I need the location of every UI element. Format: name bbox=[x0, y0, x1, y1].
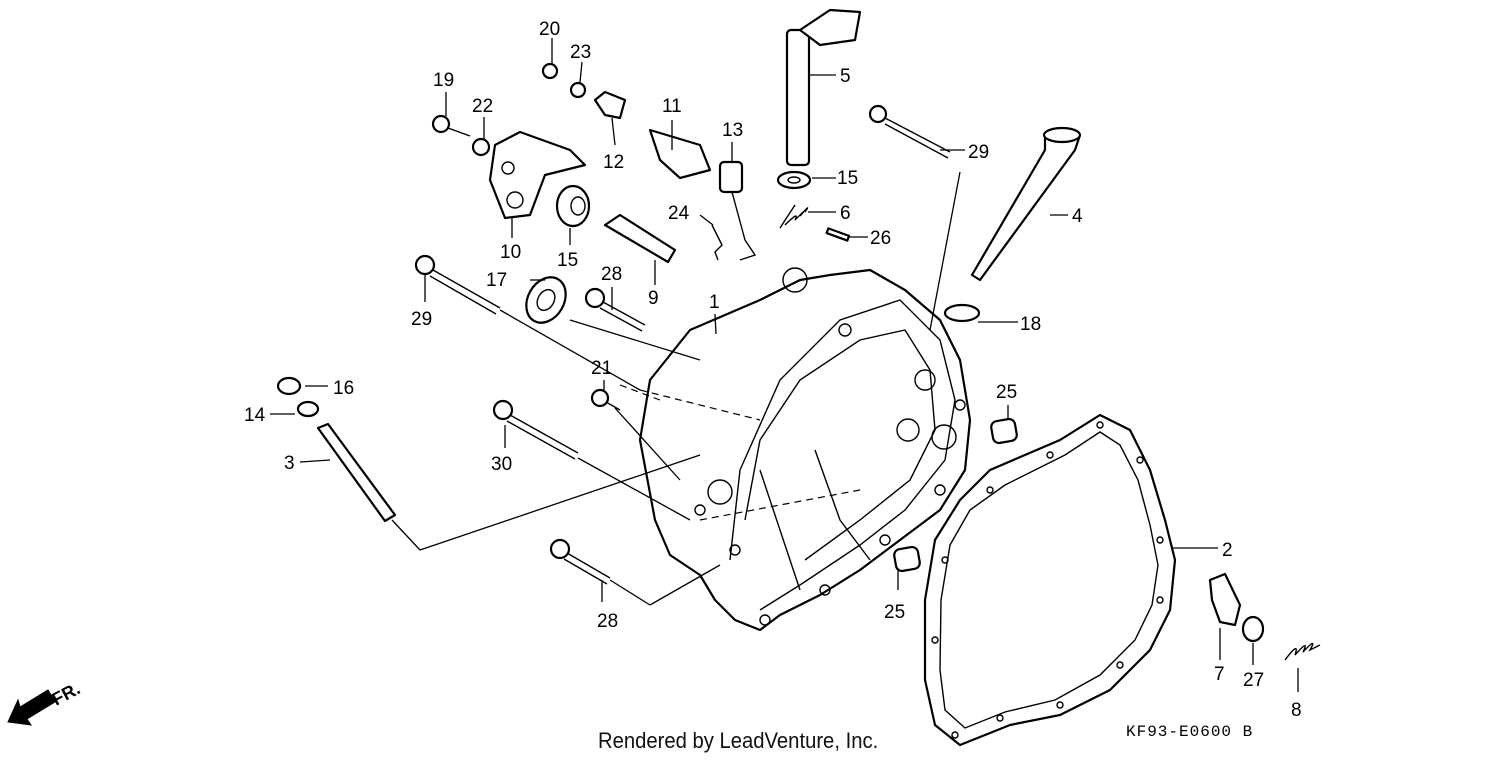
right-crankcase-cover[interactable] bbox=[638, 267, 972, 632]
leader-lines bbox=[270, 38, 1299, 692]
washer-14[interactable] bbox=[296, 400, 320, 418]
adjuster-3[interactable] bbox=[316, 422, 397, 523]
callout-15a: 15 bbox=[837, 168, 858, 189]
callout-5: 5 bbox=[840, 66, 851, 87]
drawing-code: KF93-E0600 B bbox=[1126, 723, 1254, 741]
callout-6: 6 bbox=[840, 203, 851, 224]
callout-14: 14 bbox=[244, 405, 266, 426]
callout-16: 16 bbox=[333, 378, 354, 399]
spring-8[interactable] bbox=[1284, 642, 1321, 661]
cap-16[interactable] bbox=[276, 376, 302, 396]
callout-26: 26 bbox=[870, 228, 891, 249]
plate-11[interactable] bbox=[648, 128, 712, 180]
washer-22[interactable] bbox=[471, 137, 491, 157]
dowel-pin-25-lower[interactable] bbox=[893, 545, 921, 573]
callout-15b: 15 bbox=[557, 250, 578, 271]
callout-10: 10 bbox=[500, 242, 521, 263]
oil-filler-cap-dipstick[interactable] bbox=[970, 126, 1082, 282]
washer-27[interactable] bbox=[1241, 615, 1265, 643]
callout-7: 7 bbox=[1214, 664, 1225, 685]
bolt-20[interactable] bbox=[541, 62, 559, 80]
stopper-arm-10[interactable] bbox=[488, 130, 587, 220]
callout-21: 21 bbox=[591, 358, 612, 379]
callout-29b: 29 bbox=[411, 309, 432, 330]
cover-gasket[interactable] bbox=[923, 413, 1177, 747]
bolt-30[interactable] bbox=[492, 399, 579, 460]
shift-drum-9[interactable] bbox=[603, 213, 677, 264]
switch-13[interactable] bbox=[718, 160, 757, 261]
bolt-29-left[interactable] bbox=[414, 254, 501, 315]
plate-12[interactable] bbox=[593, 90, 627, 120]
callout-24: 24 bbox=[668, 203, 690, 224]
callout-12: 12 bbox=[603, 152, 624, 173]
callout-17: 17 bbox=[486, 270, 507, 291]
callout-13: 13 bbox=[722, 120, 743, 141]
callout-30: 30 bbox=[491, 454, 512, 475]
return-spring-6[interactable] bbox=[779, 204, 809, 229]
front-direction-arrow: FR. bbox=[7, 678, 83, 726]
callout-11: 11 bbox=[662, 96, 682, 117]
dowel-pin-25-upper[interactable] bbox=[990, 417, 1018, 445]
callout-8: 8 bbox=[1291, 700, 1302, 721]
callout-29a: 29 bbox=[968, 142, 989, 163]
clip-24[interactable] bbox=[711, 224, 723, 261]
o-ring-18[interactable] bbox=[943, 303, 981, 323]
bolt-19[interactable] bbox=[431, 114, 471, 137]
screw-21[interactable] bbox=[590, 388, 621, 411]
callout-2: 2 bbox=[1222, 540, 1233, 561]
oil-seal-15-upper[interactable] bbox=[776, 170, 812, 190]
kick-arm-7[interactable] bbox=[1208, 572, 1242, 627]
callout-25a: 25 bbox=[996, 382, 1017, 403]
callout-labels: 1 2 3 4 5 6 7 8 9 10 11 12 13 14 15 15 1… bbox=[244, 19, 1302, 721]
callout-25b: 25 bbox=[884, 602, 905, 623]
washer-23[interactable] bbox=[569, 81, 587, 99]
bearing-15-lower[interactable] bbox=[555, 184, 591, 228]
bearing-17[interactable] bbox=[518, 270, 573, 330]
callout-18: 18 bbox=[1020, 314, 1041, 335]
callout-20: 20 bbox=[539, 19, 560, 40]
callout-9: 9 bbox=[648, 288, 659, 309]
shift-spindle[interactable] bbox=[785, 8, 862, 167]
pin-26[interactable] bbox=[825, 227, 851, 242]
bolt-28-upper[interactable] bbox=[584, 287, 646, 332]
footer-credit: Rendered by LeadVenture, Inc. bbox=[598, 728, 879, 753]
callout-1: 1 bbox=[709, 292, 720, 313]
callout-19: 19 bbox=[433, 70, 454, 91]
callout-22: 22 bbox=[472, 96, 493, 117]
bolt-28-lower[interactable] bbox=[549, 538, 611, 585]
callout-23: 23 bbox=[570, 42, 591, 63]
bolt-29-upper[interactable] bbox=[868, 104, 951, 159]
callout-27: 27 bbox=[1243, 670, 1264, 691]
callout-28b: 28 bbox=[597, 611, 618, 632]
callout-4: 4 bbox=[1072, 206, 1083, 227]
callout-3: 3 bbox=[284, 453, 295, 474]
callout-28a: 28 bbox=[601, 264, 622, 285]
front-direction-label: FR. bbox=[48, 678, 83, 709]
